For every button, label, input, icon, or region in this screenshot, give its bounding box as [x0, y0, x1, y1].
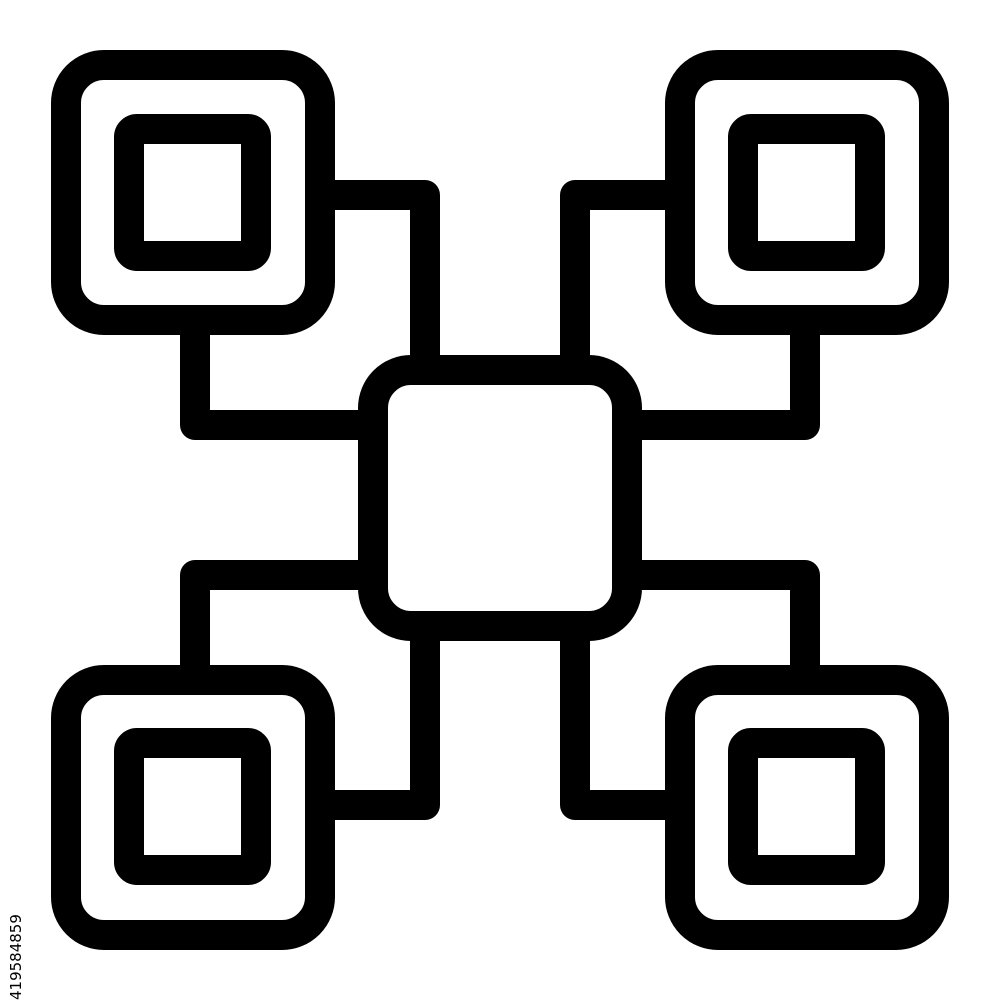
node-bottom-left-outer	[51, 665, 335, 950]
stock-id-text: 419584859	[7, 914, 25, 1000]
connector-top-right	[560, 180, 820, 440]
node-top-left-outer	[51, 50, 335, 335]
node-top-right-inner	[728, 114, 885, 271]
node-bottom-right-inner	[728, 728, 885, 885]
connector-bottom-left	[180, 560, 440, 820]
center-hub-square	[358, 355, 642, 641]
connector-top-left	[180, 180, 440, 440]
node-bottom-left-inner	[114, 728, 271, 885]
node-top-left-inner	[114, 114, 271, 271]
node-top-right-outer	[665, 50, 949, 335]
connector-bottom-right	[560, 560, 820, 820]
node-bottom-right-outer	[665, 665, 949, 950]
